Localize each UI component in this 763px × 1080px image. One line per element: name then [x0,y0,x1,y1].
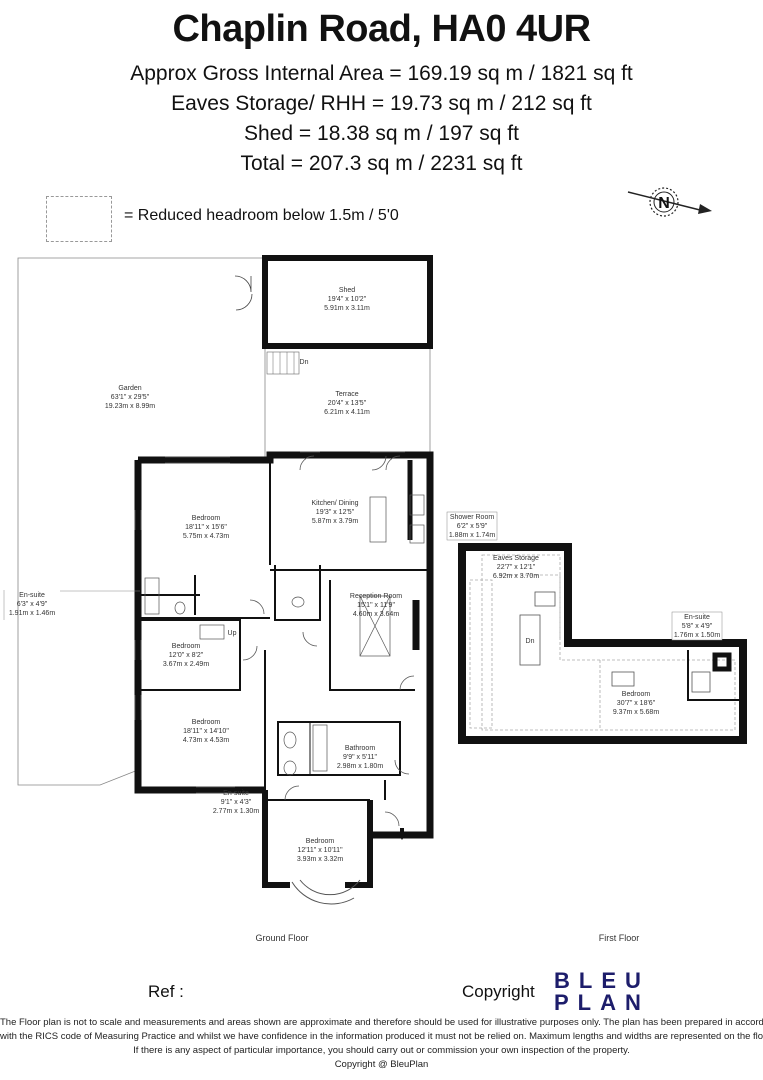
svg-text:4.73m x 4.53m: 4.73m x 4.53m [183,737,229,744]
svg-text:9'9" x 5'11": 9'9" x 5'11" [343,754,377,761]
svg-text:22'7" x 12'1": 22'7" x 12'1" [497,564,536,571]
svg-text:19'4" x 10'2": 19'4" x 10'2" [328,296,367,303]
label-bedroom-2: Bedroom 12'0" x 8'2" 3.67m x 2.49m [163,643,209,668]
svg-text:4.60m x 3.64m: 4.60m x 3.64m [353,611,399,618]
first-floor-label: First Floor [599,933,640,943]
svg-text:5.87m x 3.79m: 5.87m x 3.79m [312,518,358,525]
svg-text:Shower Room: Shower Room [450,514,495,521]
svg-text:En-suite: En-suite [223,790,249,797]
svg-text:9'1" x 4'3": 9'1" x 4'3" [221,799,252,806]
svg-text:19.23m x 8.99m: 19.23m x 8.99m [105,403,155,410]
ground-floor-walls [134,451,434,905]
reduced-headroom-key-text: = Reduced headroom below 1.5m / 5'0 [124,207,399,224]
svg-text:6'3" x 4'9": 6'3" x 4'9" [17,601,48,608]
disclaimer-line: Copyright @ BleuPlan [334,1059,429,1070]
svg-text:18'11" x 15'6": 18'11" x 15'6" [185,524,227,531]
ground-floor-label: Ground Floor [255,933,308,943]
gross-area-text: Approx Gross Internal Area = 169.19 sq m… [130,62,633,85]
copyright-label: Copyright [462,982,535,1001]
label-terrace: Terrace 20'4" x 13'5" 6.21m x 4.11m [324,391,370,416]
svg-text:En-suite: En-suite [19,592,45,599]
compass-icon: N [627,187,712,217]
bleuplan-logo-line2: PLAN [554,990,650,1015]
svg-text:6.92m x 3.70m: 6.92m x 3.70m [493,573,539,580]
reduced-headroom-key-swatch [46,196,112,242]
svg-text:6.21m x 4.11m: 6.21m x 4.11m [324,409,370,416]
eaves-area-text: Eaves Storage/ RHH = 19.73 sq m / 212 sq… [171,92,592,115]
label-reception-room: Reception Room 15'1" x 11'9" 4.60m x 3.6… [350,593,402,618]
label-bedroom-5: Bedroom 30'7" x 18'6" 9.37m x 5.68m [613,691,659,716]
svg-text:18'11" x 14'10": 18'11" x 14'10" [183,728,229,735]
disclaimer-line: with the RICS code of Measuring Practice… [0,1031,763,1042]
svg-text:5.75m x 4.73m: 5.75m x 4.73m [183,533,229,540]
disclaimer-line: The Floor plan is not to scale and measu… [0,1017,763,1028]
svg-text:Bedroom: Bedroom [622,691,651,698]
svg-text:Bedroom: Bedroom [192,719,221,726]
svg-text:1.76m x 1.50m: 1.76m x 1.50m [674,632,720,639]
svg-text:20'4" x 13'5": 20'4" x 13'5" [328,400,367,407]
label-shed: Shed 19'4" x 10'2" 5.91m x 3.11m [324,287,370,312]
svg-text:9.37m x 5.68m: 9.37m x 5.68m [613,709,659,716]
svg-text:5'8" x 4'9": 5'8" x 4'9" [682,623,713,630]
svg-text:3.93m x 3.32m: 3.93m x 3.32m [297,856,343,863]
svg-text:Bedroom: Bedroom [306,838,335,845]
svg-text:12'0" x 8'2": 12'0" x 8'2" [169,652,204,659]
total-area-text: Total = 207.3 sq m / 2231 sq ft [240,152,523,175]
label-eaves-storage: Eaves Storage 22'7" x 12'1" 6.92m x 3.70… [493,555,539,580]
ground-floor-doors [242,455,415,827]
svg-text:Garden: Garden [118,385,141,392]
shed-area-text: Shed = 18.38 sq m / 197 sq ft [244,122,519,145]
first-floor-walls [458,543,747,744]
svg-text:En-suite: En-suite [684,614,710,621]
ground-floor-windows [134,451,405,794]
label-bedroom-3: Bedroom 18'11" x 14'10" 4.73m x 4.53m [183,719,229,744]
svg-text:1.91m x 1.46m: 1.91m x 1.46m [9,610,55,617]
svg-text:5.91m x 3.11m: 5.91m x 3.11m [324,305,370,312]
disclaimer-line: If there is any aspect of particular imp… [133,1045,630,1056]
svg-text:Bathroom: Bathroom [345,745,376,752]
svg-text:3.67m x 2.49m: 3.67m x 2.49m [163,661,209,668]
compass-letter: N [658,195,670,212]
first-floor-stairs-dn-label: Dn [526,638,535,645]
svg-text:Eaves Storage: Eaves Storage [493,555,539,562]
disclaimer-text: The Floor plan is not to scale and measu… [0,1016,763,1072]
svg-text:Bedroom: Bedroom [192,515,221,522]
ref-label: Ref : [148,982,184,1001]
svg-text:Terrace: Terrace [335,391,358,398]
svg-text:Reception Room: Reception Room [350,593,402,600]
label-garden: Garden 63'1" x 29'5" 19.23m x 8.99m [105,385,155,410]
label-bedroom-4: Bedroom 12'11" x 10'11" 3.93m x 3.32m [297,838,343,863]
label-ensuite-2: En-suite 9'1" x 4'3" 2.77m x 1.30m [213,790,259,815]
label-kitchen-dining: Kitchen/ Dining 19'3" x 12'5" 5.87m x 3.… [311,500,358,525]
label-ensuite-1: En-suite 6'3" x 4'9" 1.91m x 1.46m [3,590,140,620]
shed-stairs-dn-label: Dn [300,359,309,366]
svg-text:12'11" x 10'11": 12'11" x 10'11" [297,847,343,854]
page-title: Chaplin Road, HA0 4UR [172,8,591,50]
svg-text:30'7" x 18'6": 30'7" x 18'6" [617,700,656,707]
svg-text:1.88m x 1.74m: 1.88m x 1.74m [449,532,495,539]
svg-text:Kitchen/ Dining: Kitchen/ Dining [311,500,358,507]
svg-text:19'3" x 12'5": 19'3" x 12'5" [316,509,355,516]
label-ensuite-3: En-suite 5'8" x 4'9" 1.76m x 1.50m [671,611,723,641]
shed-structure [234,255,433,375]
stairs-up-label: Up [228,630,237,637]
svg-text:15'1" x 11'9": 15'1" x 11'9" [357,602,395,609]
label-bedroom-1: Bedroom 18'11" x 15'6" 5.75m x 4.73m [183,515,229,540]
svg-text:6'2" x 5'9": 6'2" x 5'9" [457,523,488,530]
bleuplan-logo-line1: BLEU [554,968,650,993]
label-bathroom: Bathroom 9'9" x 5'11" 2.98m x 1.80m [337,745,383,770]
ground-floor-fixtures [144,494,425,776]
label-shower-room: Shower Room 6'2" x 5'9" 1.88m x 1.74m [446,511,498,541]
svg-text:2.98m x 1.80m: 2.98m x 1.80m [337,763,383,770]
svg-text:Shed: Shed [339,287,355,294]
svg-text:2.77m x 1.30m: 2.77m x 1.30m [213,808,259,815]
svg-text:Bedroom: Bedroom [172,643,201,650]
svg-text:63'1" x 29'5": 63'1" x 29'5" [111,394,150,401]
entrance-arrow-icon [397,828,407,840]
